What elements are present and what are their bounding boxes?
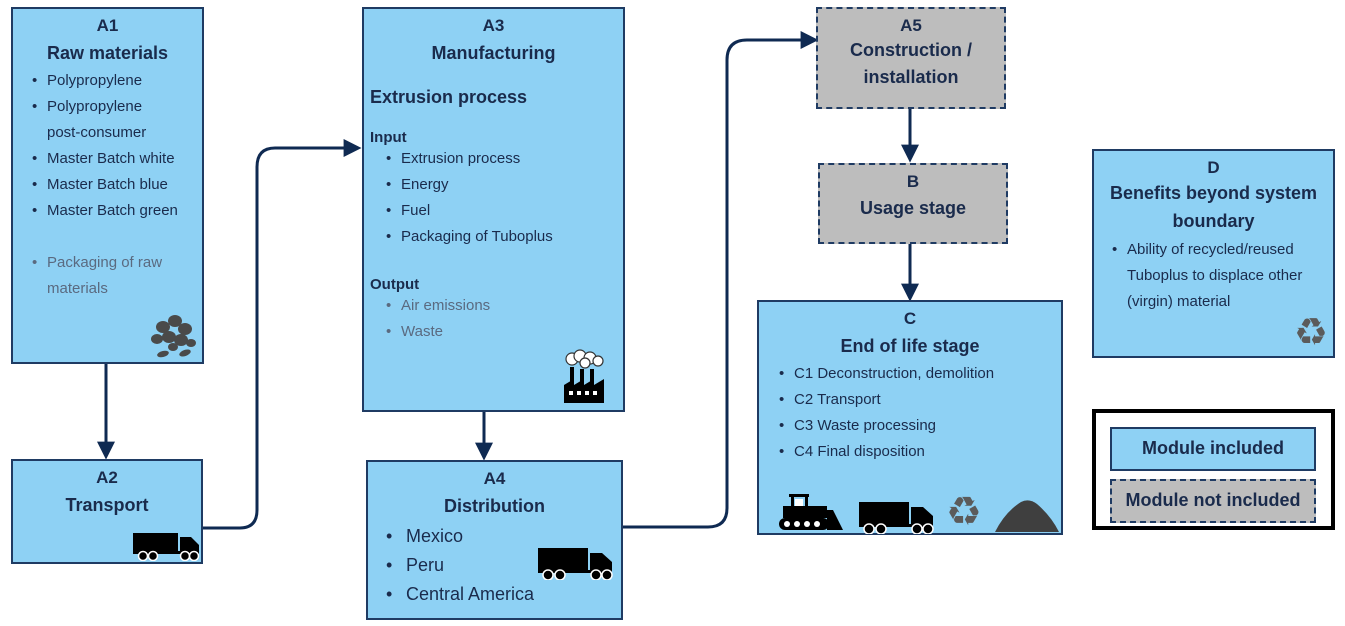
module-a3-output-label: Output (370, 276, 420, 293)
list-item: C4 Final disposition (777, 439, 1061, 465)
module-c-code: C (903, 309, 917, 328)
module-b-title: Usage stage (859, 198, 967, 218)
pellets-icon (151, 315, 196, 358)
module-d: D Benefits beyond system boundary Abilit… (1092, 149, 1335, 358)
list-item: Polypropylene post-consumer (30, 94, 170, 146)
module-a3-input-list: Extrusion process Energy Fuel Packaging … (384, 146, 623, 250)
legend-not-included: Module not included (1110, 479, 1316, 523)
module-a3-section: Extrusion process (370, 87, 528, 107)
list-item: Energy (384, 172, 623, 198)
list-item: C3 Waste processing (777, 413, 1061, 439)
module-a3-input-label: Input (370, 129, 407, 146)
module-d-code: D (1207, 158, 1220, 177)
truck-icon (859, 502, 934, 534)
recycle-icon: ♻ (1294, 310, 1329, 354)
module-a4-title: Distribution (444, 496, 545, 516)
module-a3-output-list: Air emissions Waste (384, 293, 623, 345)
list-item: C1 Deconstruction, demolition (777, 361, 1061, 387)
module-c-list: C1 Deconstruction, demolition C2 Transpo… (777, 361, 1061, 465)
truck-icon (538, 548, 613, 580)
list-item: Air emissions (384, 293, 623, 319)
arrow-a2-a3 (203, 139, 362, 530)
legend-included: Module included (1110, 427, 1316, 471)
module-a1-code: A1 (96, 16, 119, 35)
module-a4-list: Mexico Peru Central America (384, 522, 621, 609)
landfill-icon (995, 500, 1059, 532)
module-c-title: End of life stage (840, 336, 980, 356)
module-d-title: Benefits beyond system boundary (1109, 183, 1318, 231)
module-a2: A2 Transport (11, 459, 203, 564)
recycle-icon: ♻ (946, 489, 982, 535)
list-item: Master Batch green (30, 198, 202, 224)
list-item: C2 Transport (777, 387, 1061, 413)
module-a1: A1 Raw materials Polypropylene Polypropy… (11, 7, 204, 364)
legend: Module included Module not included (1092, 409, 1335, 530)
module-a2-title: Transport (65, 495, 149, 515)
list-item: Peru (384, 551, 621, 580)
module-a5-title: Construction / installation (850, 40, 972, 87)
module-d-list: Ability of recycled/reused Tuboplus to d… (1110, 237, 1322, 315)
list-item: Ability of recycled/reused Tuboplus to d… (1110, 237, 1322, 315)
list-item: Polypropylene (30, 68, 202, 94)
list-item: Fuel (384, 198, 623, 224)
module-a4: A4 Distribution Mexico Peru Central Amer… (366, 460, 623, 620)
module-a1-title: Raw materials (46, 43, 169, 63)
list-item: Waste (384, 319, 623, 345)
module-a2-code: A2 (96, 468, 118, 487)
list-item: Mexico (384, 522, 621, 551)
list-item: Central America (384, 580, 621, 609)
arrow-a4-a5 (623, 31, 819, 529)
list-item: Packaging of raw materials (30, 250, 190, 302)
bulldozer-icon (779, 494, 843, 530)
module-a3-code: A3 (482, 16, 505, 35)
factory-icon (564, 349, 604, 403)
module-a3: A3 Manufacturing Extrusion process Input… (362, 7, 625, 412)
legend-included-label: Module included (1142, 438, 1284, 458)
list-item: Extrusion process (384, 146, 623, 172)
module-a1-list: Polypropylene Polypropylene post-consume… (30, 68, 202, 302)
module-a3-title: Manufacturing (431, 43, 556, 63)
module-a5-code: A5 (900, 16, 922, 35)
module-b-code: B (906, 172, 920, 191)
module-c: C End of life stage C1 Deconstruction, d… (757, 300, 1063, 535)
truck-icon (133, 533, 200, 561)
legend-not-included-label: Module not included (1125, 490, 1301, 510)
list-item: Packaging of Tuboplus (384, 224, 623, 250)
module-b: B Usage stage (818, 163, 1008, 244)
list-item: Master Batch blue (30, 172, 202, 198)
module-a5: A5 Construction / installation (816, 7, 1006, 109)
list-item: Master Batch white (30, 146, 202, 172)
module-a4-code: A4 (483, 469, 506, 488)
